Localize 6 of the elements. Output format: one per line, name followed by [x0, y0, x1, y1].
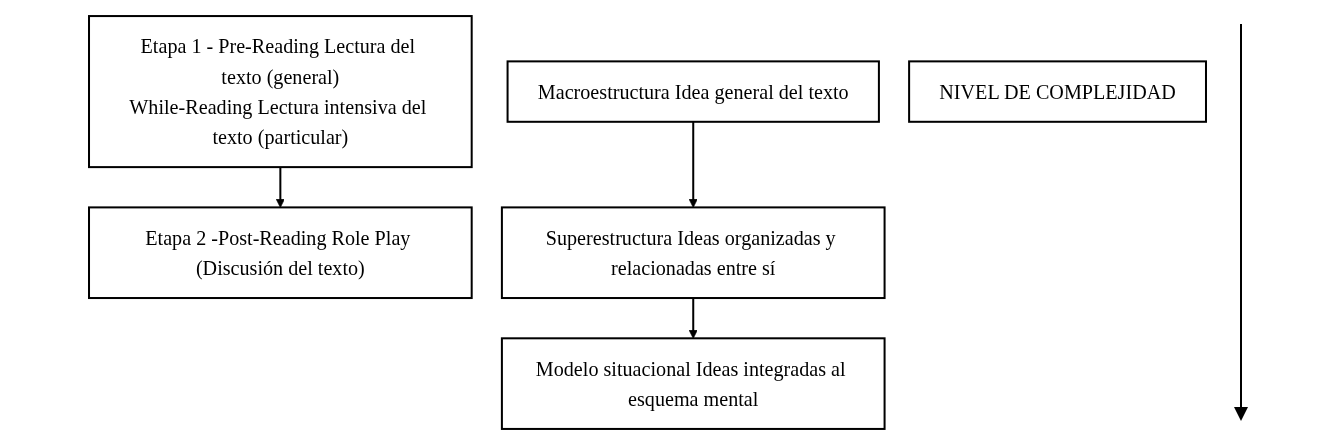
node-box: Etapa 2 -Post-Reading Role Play (Discusión del texto) [88, 205, 473, 299]
node-box: Macroestructura Idea general del texto [506, 59, 880, 123]
node-box: Modelo situacional Ideas integradas al esquema mental [500, 336, 886, 430]
node-box: NIVEL DE COMPLEJIDAD [908, 59, 1207, 123]
node-box: Etapa 1 - Pre-Reading Lectura del texto (general) While-Reading Lectura intensiva del texto (particular) [88, 14, 473, 168]
node-box: Superestructura Ideas organizadas y relacionadas entre sí [500, 205, 886, 299]
